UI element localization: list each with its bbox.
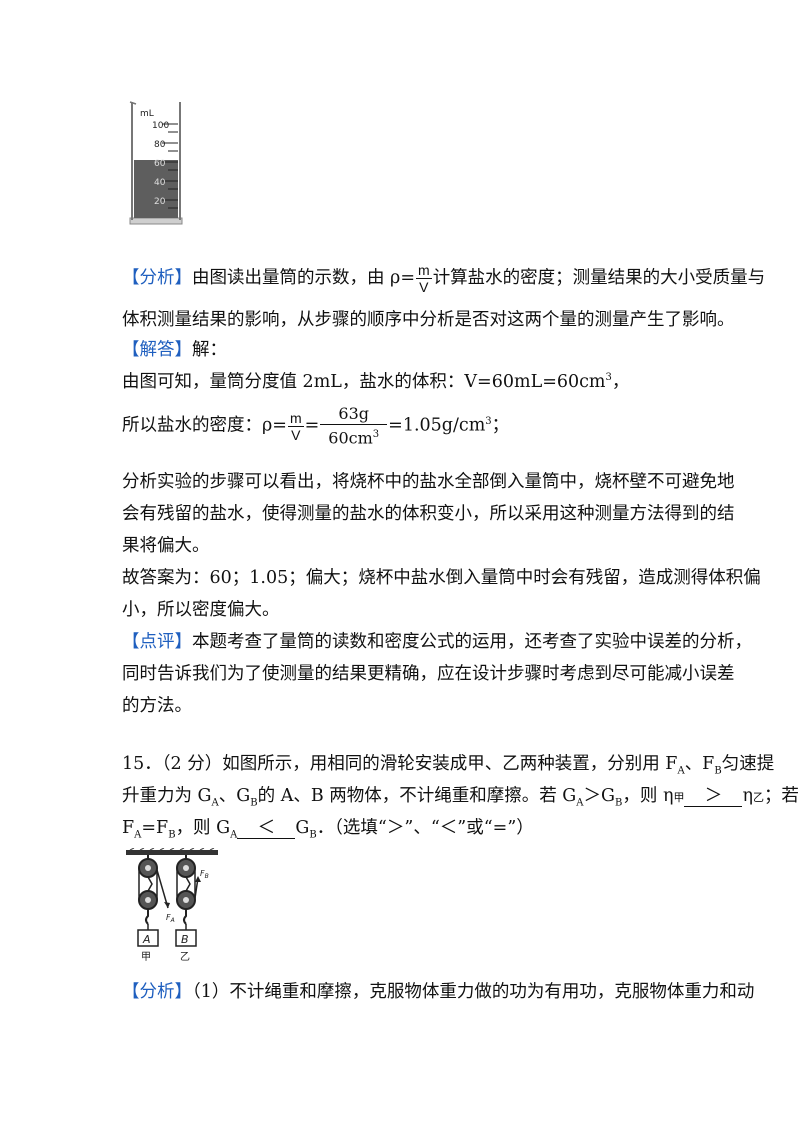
q14-comment-line1: 【点评】本题考查了量筒的读数和密度公式的运用，还考查了实验中误差的分析， <box>122 632 752 652</box>
block-label-b: B <box>181 933 189 946</box>
q14-solution-heading: 【解答】解： <box>122 340 227 360</box>
analysis-tag: 【分析】 <box>122 982 192 1002</box>
caption-yi: 乙 <box>180 951 190 963</box>
q14-answer-line1: 故答案为：60；1.05；偏大；烧杯中盐水倒入量筒中时会有残留，造成测得体积偏 <box>122 568 761 588</box>
q14-solution-line5: 果将偏大。 <box>122 536 210 556</box>
block-b <box>175 929 197 947</box>
caption-jia: 甲 <box>141 952 151 963</box>
block-label-a: A <box>142 933 151 946</box>
tick-label: 60 <box>154 159 166 169</box>
q15-line3: FA=FB，则 GA＜GB．（选填“＞”、“＜”或“=”） <box>122 818 534 841</box>
q14-comment-line3: 的方法。 <box>122 696 192 716</box>
question-number: 15． <box>122 754 162 774</box>
q14-solution-line3: 分析实验的步骤可以看出，将烧杯中的盐水全部倒入量筒中，烧杯壁不可避免地 <box>122 472 735 492</box>
force-label-a: FA <box>166 913 175 924</box>
force-label-b: FB <box>200 869 209 880</box>
q14-analysis-line2: 体积测量结果的影响，从步骤的顺序中分析是否对这两个量的测量产生了影响。 <box>122 310 735 330</box>
answer-blank-1: ＞ <box>684 786 743 807</box>
cylinder-unit: mL <box>140 109 154 119</box>
tick-label: 80 <box>154 140 166 150</box>
tick-label: 40 <box>154 178 166 188</box>
measuring-cylinder-figure: mL 100 80 60 40 20 <box>129 101 183 225</box>
q15-analysis-line1: 【分析】（1）不计绳重和摩擦，克服物体重力做的功为有用功，克服物体重力和动 <box>122 982 755 1002</box>
tick-label: 100 <box>152 121 169 131</box>
comment-tag: 【点评】 <box>122 632 192 652</box>
q15-line2: 升重力为 GA、GB的 A、B 两物体，不计绳重和摩擦。若 GA＞GB，则 η甲… <box>122 786 799 809</box>
tick-label: 20 <box>154 197 166 207</box>
q15-line1: 15．（2 分）如图所示，用相同的滑轮安装成甲、乙两种装置，分别用 FA、FB匀… <box>122 754 775 777</box>
analysis-tag: 【分析】 <box>122 268 192 288</box>
q14-answer-line2: 小，所以密度偏大。 <box>122 600 280 620</box>
answer-blank-2: ＜ <box>237 818 296 839</box>
solution-tag: 【解答】 <box>122 340 192 360</box>
question-score: （2 分） <box>161 754 223 774</box>
block-a <box>137 929 159 947</box>
q14-solution-line1: 由图可知，量筒分度值 2mL，盐水的体积：V=60mL=60cm3， <box>122 371 630 392</box>
pulley-figure: A 甲 FA B 乙 FB <box>126 848 218 963</box>
q14-comment-line2: 同时告诉我们为了使测量的结果更精确，应在设计步骤时考虑到尽可能减小误差 <box>122 664 735 684</box>
q14-solution-line4: 会有残留的盐水，使得测量的盐水的体积变小，所以采用这种测量方法得到的结 <box>122 504 735 524</box>
